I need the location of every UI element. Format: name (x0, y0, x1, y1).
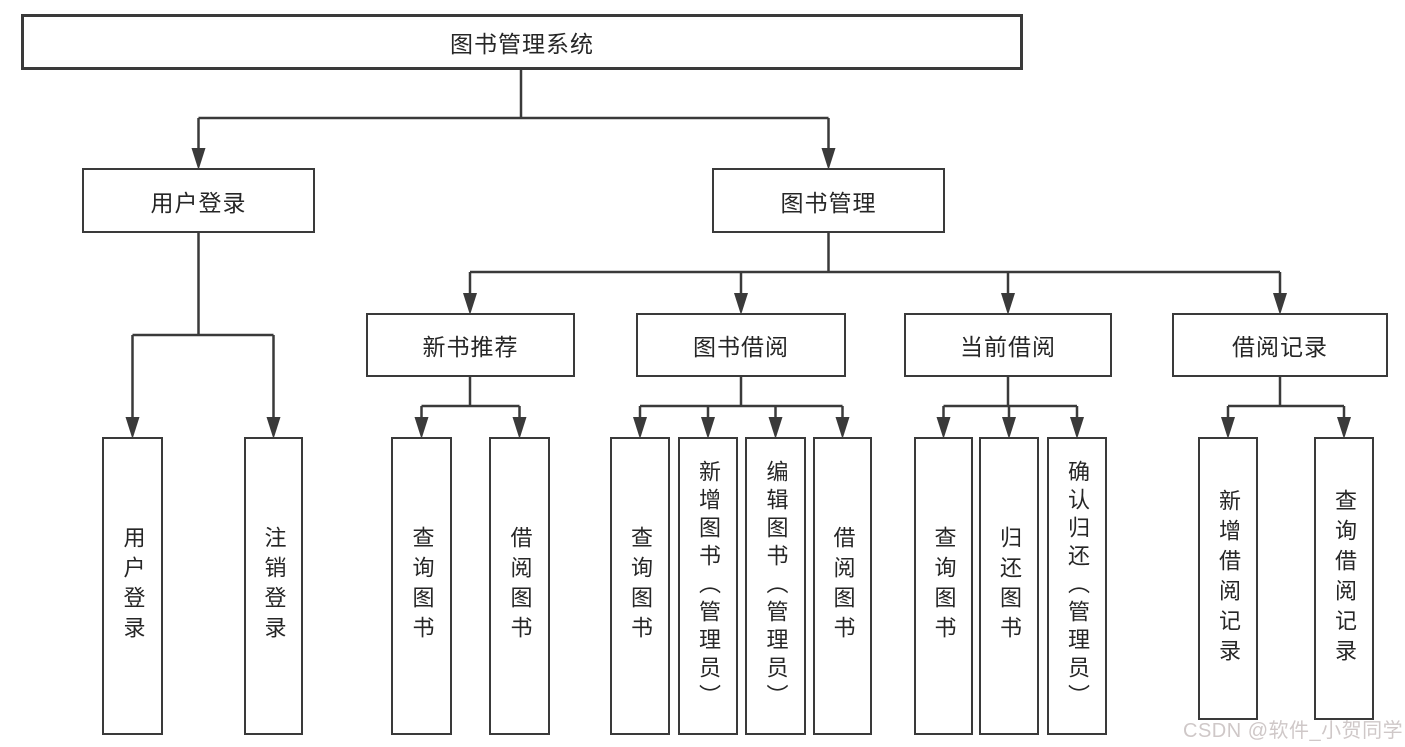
leaf-add-book-admin: 新增图书（管理员） (678, 437, 738, 735)
node-borrowing-records: 借阅记录 (1172, 313, 1388, 377)
leaf-borrow-books-2: 借阅图书 (813, 437, 872, 735)
node-book-borrowing: 图书借阅 (636, 313, 846, 377)
leaf-edit-book-admin: 编辑图书（管理员） (745, 437, 806, 735)
leaf-query-borrow-record: 查询借阅记录 (1314, 437, 1374, 720)
leaf-query-books: 查询图书 (391, 437, 452, 735)
leaf-user-login: 用户登录 (102, 437, 163, 735)
leaf-query-books-2: 查询图书 (610, 437, 670, 735)
leaf-confirm-return-admin: 确认归还（管理员） (1047, 437, 1107, 735)
node-user-login: 用户登录 (82, 168, 315, 233)
leaf-borrow-books: 借阅图书 (489, 437, 550, 735)
node-new-book-recommendation: 新书推荐 (366, 313, 575, 377)
leaf-return-books: 归还图书 (979, 437, 1039, 735)
watermark: CSDN @软件_小贺同学 (1183, 720, 1404, 742)
node-book-management: 图书管理 (712, 168, 945, 233)
leaf-logout: 注销登录 (244, 437, 303, 735)
node-current-borrowing: 当前借阅 (904, 313, 1112, 377)
leaf-query-books-3: 查询图书 (914, 437, 973, 735)
leaf-add-borrow-record: 新增借阅记录 (1198, 437, 1258, 720)
node-library-management-system: 图书管理系统 (21, 14, 1023, 70)
